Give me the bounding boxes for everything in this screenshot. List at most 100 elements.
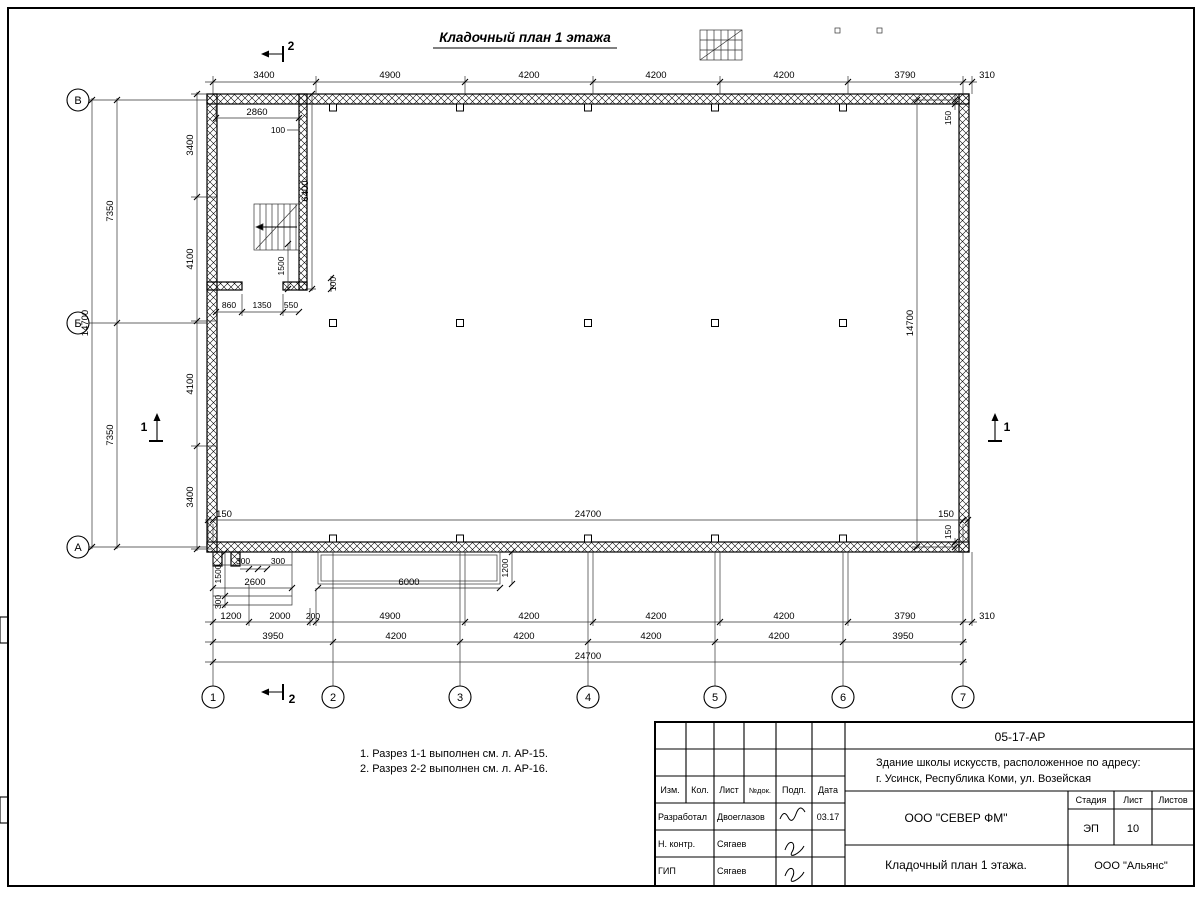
margin-tab xyxy=(0,796,9,824)
contractor-name: ООО "Альянс" xyxy=(1094,860,1168,872)
dim-label: 4200 xyxy=(645,611,666,622)
dim-label: 3400 xyxy=(253,70,274,81)
dim-label: 300 xyxy=(271,556,285,566)
axis-circles: 1 2 3 4 5 6 7 В Б А xyxy=(66,88,975,709)
axis-label: 2 xyxy=(330,692,336,704)
dim-label: 4200 xyxy=(513,631,534,642)
dim-label: 4100 xyxy=(185,248,196,269)
tb-name: Сягаев xyxy=(717,839,746,849)
dim-label: 4900 xyxy=(379,611,400,622)
tb-name: Сягаев xyxy=(717,866,746,876)
section-label: 2 xyxy=(289,692,296,706)
dim-left: 3400 4100 4100 3400 7350 7350 14700 xyxy=(80,90,216,553)
note-line: 1. Разрез 1-1 выполнен см. л. АР-15. xyxy=(360,748,548,760)
axis-label: В xyxy=(74,95,81,107)
dim-label: 4200 xyxy=(645,70,666,81)
dim-label: 310 xyxy=(979,70,995,81)
dim-label: 1500 xyxy=(276,256,286,275)
dim-label: 6000 xyxy=(398,577,419,588)
dim-label: 24700 xyxy=(575,509,601,520)
dim-label: 1350 xyxy=(253,300,272,310)
dim-label: 310 xyxy=(979,611,995,622)
dim-label: 150 xyxy=(938,509,954,520)
dim-label: 1500 xyxy=(213,564,223,583)
dim-label: 1200 xyxy=(220,611,241,622)
dim-inner-bottom: 150 24700 150 xyxy=(204,509,972,542)
tb-role: Разработал xyxy=(658,812,707,822)
axis-label: 6 xyxy=(840,692,846,704)
dim-label: 2600 xyxy=(244,577,265,588)
dim-label: 100 xyxy=(328,277,338,291)
dim-label: 150 xyxy=(943,111,953,125)
tb-header-list: Лист xyxy=(719,785,739,795)
dim-label: 3950 xyxy=(262,631,283,642)
stair-detail xyxy=(699,27,883,61)
dim-label: 4200 xyxy=(518,70,539,81)
dim-label: 14700 xyxy=(80,310,91,336)
sheet-frame xyxy=(0,7,1195,887)
staircase xyxy=(253,203,300,251)
dim-label: 550 xyxy=(284,300,298,310)
section-marks: 2 2 1 1 xyxy=(141,39,1011,706)
dim-label: 2860 xyxy=(246,107,267,118)
axis-label: 7 xyxy=(960,692,966,704)
dim-label: 3400 xyxy=(185,134,196,155)
tb-date: 03.17 xyxy=(817,812,840,822)
dim-label: 2000 xyxy=(269,611,290,622)
note-line: 2. Разрез 2-2 выполнен см. л. АР-16. xyxy=(360,763,548,775)
sheet-title: Кладочный план 1 этажа. xyxy=(885,858,1027,872)
dim-label: 4900 xyxy=(379,70,400,81)
tb-header-izm: Изм. xyxy=(660,785,679,795)
project-name-line1: Здание школы искусств, расположенное по … xyxy=(876,757,1141,769)
signature xyxy=(779,807,806,821)
company-name: ООО "СЕВЕР ФМ" xyxy=(905,811,1008,825)
dim-label: 300 xyxy=(213,595,223,609)
axis-extensions xyxy=(89,99,964,686)
section-label: 2 xyxy=(288,39,295,53)
dim-label: 300 xyxy=(236,556,250,566)
stage-value: ЭП xyxy=(1083,823,1099,835)
title-block: 05-17-АР Здание школы искусств, располож… xyxy=(654,721,1195,887)
dim-label: 200 xyxy=(306,611,320,621)
axis-label: Б xyxy=(74,318,81,330)
dim-label: 4200 xyxy=(773,611,794,622)
notes: 1. Разрез 1-1 выполнен см. л. АР-15. 2. … xyxy=(360,748,548,775)
dim-right: 14700 150 150 xyxy=(905,94,959,552)
dim-label: 24700 xyxy=(575,651,601,662)
dim-label: 7350 xyxy=(105,424,116,445)
tb-header-kol: Кол. xyxy=(691,785,709,795)
sheet-label: Лист xyxy=(1123,795,1143,805)
dim-porch: 300 300 1500 300 2600 6000 1200 xyxy=(209,548,516,609)
signature xyxy=(784,867,805,882)
project-name-line2: г. Усинск, Республика Коми, ул. Возейска… xyxy=(876,773,1091,785)
axis-label: 3 xyxy=(457,692,463,704)
dim-label: 860 xyxy=(222,300,236,310)
vent-mark xyxy=(876,27,883,34)
porch xyxy=(212,551,501,606)
dim-top: 3400 4900 4200 4200 4200 3790 310 xyxy=(205,70,995,94)
ramp xyxy=(317,551,501,585)
dim-label: 4200 xyxy=(768,631,789,642)
dim-label: 4200 xyxy=(640,631,661,642)
dim-label: 3790 xyxy=(894,70,915,81)
sheet-number: 10 xyxy=(1127,823,1139,835)
dim-label: 4200 xyxy=(385,631,406,642)
dim-label: 1200 xyxy=(500,558,510,577)
tb-header-ndok: №док. xyxy=(749,786,771,795)
axis-label: А xyxy=(74,542,82,554)
dim-label: 7350 xyxy=(105,200,116,221)
dim-label: 4200 xyxy=(518,611,539,622)
margin-tab xyxy=(0,616,9,644)
section-label: 1 xyxy=(1004,420,1011,434)
dim-label: 100 xyxy=(271,125,285,135)
stage-label: Стадия xyxy=(1076,795,1107,805)
tb-header-podp: Подп. xyxy=(782,785,806,795)
dim-label: 14700 xyxy=(905,310,916,336)
dim-label: 3950 xyxy=(892,631,913,642)
walls xyxy=(206,93,970,567)
section-label: 1 xyxy=(141,420,148,434)
dim-bottom-rows: 1200 2000 200 4900 4200 4200 4200 3790 3… xyxy=(205,552,995,666)
axis-label: 1 xyxy=(210,692,216,704)
